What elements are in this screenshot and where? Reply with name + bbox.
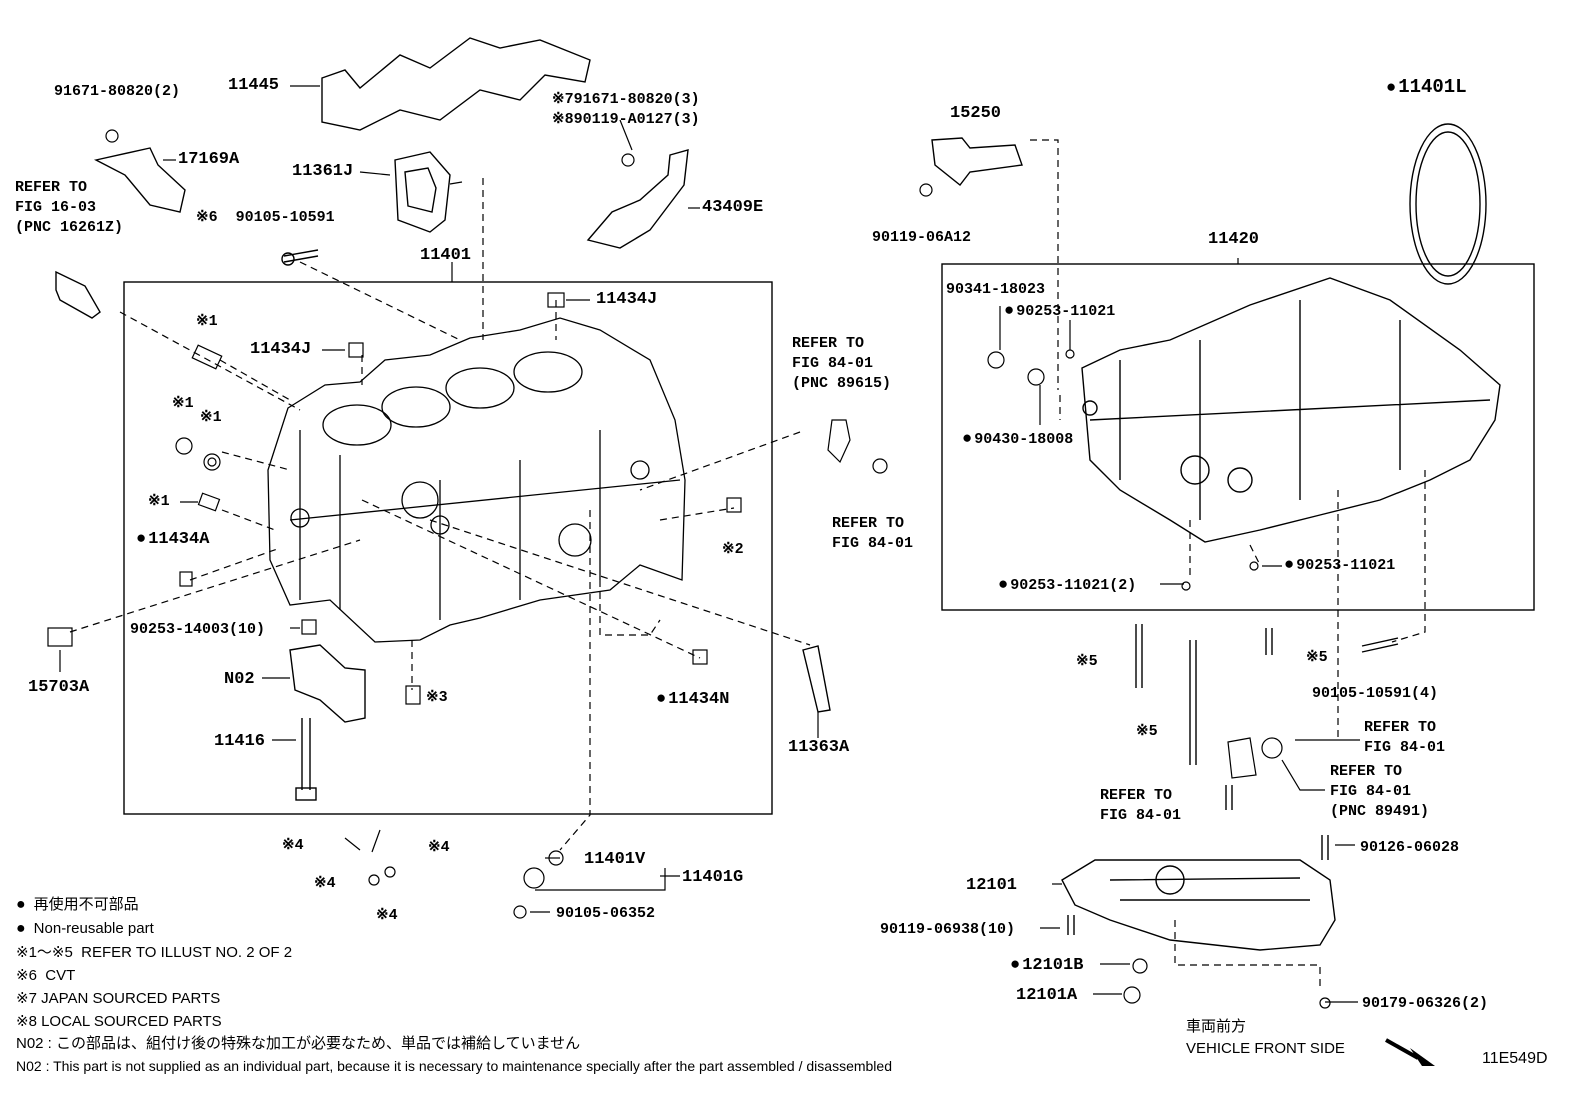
callout-x1-a: ※1 [196, 313, 218, 330]
part-n02 [289, 644, 366, 723]
callout-90253-11021-b: 90253-11021 [1284, 556, 1395, 575]
callout-x5-c: ※5 [1136, 723, 1158, 740]
callout-x2: ※2 [722, 541, 744, 558]
callout-11434a: 11434A [136, 530, 209, 549]
callout-15703a: 15703A [28, 678, 90, 697]
callout-17169a: 17169A [178, 150, 240, 169]
callout-11401l: 11401L [1386, 78, 1466, 98]
callout-refer-16-03-line1: REFER TO [15, 179, 88, 196]
callout-11434j-top: 11434J [596, 290, 658, 309]
callout-refer-84-01-a1: REFER TO [792, 335, 865, 352]
callout-11401g: 11401G [682, 868, 744, 887]
callout-x1-b: ※1 [172, 395, 194, 412]
front-label-jp: 車両前方 [1186, 1018, 1247, 1035]
part-43409e-bracket [586, 149, 689, 249]
small-parts [47, 129, 1331, 1009]
callout-x6-90105-10591: ※6 90105-10591 [196, 209, 335, 226]
cylinder-block-group-box [123, 281, 773, 815]
illustration-id: 11E549D [1482, 1050, 1548, 1067]
callout-90119-06938-10: 90119-06938(10) [880, 921, 1016, 938]
callout-x4-d: ※4 [376, 907, 398, 924]
callout-90341-18023: 90341-18023 [946, 281, 1046, 298]
callout-90179-06326-2: 90179-06326(2) [1362, 995, 1489, 1012]
bolt-11416 [301, 718, 311, 790]
front-arrow-head [1410, 1048, 1435, 1066]
part-11363a [802, 645, 831, 713]
callout-90105-10591-4: 90105-10591(4) [1312, 685, 1439, 702]
legend-cvt: ※6 CVT [16, 967, 76, 984]
dashed-guides [69, 139, 1426, 990]
callout-x5-a: ※5 [1076, 653, 1098, 670]
callout-90430-18008: 90430-18008 [962, 430, 1073, 449]
callout-11445: 11445 [228, 76, 280, 95]
callout-90253-11021-a: 90253-11021 [1004, 302, 1115, 321]
bolt-90105-10591 [283, 249, 319, 263]
part-11361j-gasket [394, 151, 451, 233]
hose [55, 270, 101, 319]
callout-90119-06a12: 90119-06A12 [872, 229, 972, 246]
callout-90105-06352: 90105-06352 [556, 905, 656, 922]
callout-11434j-left: 11434J [250, 340, 312, 359]
callout-x1-d: ※1 [148, 493, 170, 510]
part-11401l-seal [1409, 123, 1487, 285]
callout-refer-84-01-d1: REFER TO [1330, 763, 1403, 780]
part-11445-cover [321, 37, 591, 131]
part-17169a-bracket [93, 147, 186, 213]
legend-japan-sourced: ※7 JAPAN SOURCED PARTS [16, 990, 221, 1007]
callout-43409e: 43409E [702, 198, 764, 217]
callout-refer-84-01-d2: FIG 84-01 [1330, 783, 1412, 800]
callout-11416: 11416 [214, 732, 266, 751]
callout-12101: 12101 [966, 876, 1018, 895]
oil-pan-upper-drawing [1081, 277, 1501, 543]
callout-refer-84-01-b2: FIG 84-01 [832, 535, 914, 552]
callout-11363a: 11363A [788, 738, 850, 757]
legend-n02-jp: N02 : この部品は、組付け後の特殊な加工が必要なため、単品では補給していませ… [16, 1035, 581, 1052]
callout-x4-a: ※4 [282, 837, 304, 854]
front-arrow [1385, 1038, 1419, 1060]
callout-x3: ※3 [426, 689, 448, 706]
callout-refer-84-01-b1: REFER TO [832, 515, 905, 532]
callout-90126-06028: 90126-06028 [1360, 839, 1460, 856]
callout-12101a: 12101A [1016, 986, 1078, 1005]
callout-x4-b: ※4 [428, 839, 450, 856]
callout-11401v: 11401V [584, 850, 646, 869]
callout-refer-84-01-e1: REFER TO [1100, 787, 1173, 804]
callout-11434n: 11434N [656, 690, 729, 709]
callout-90253-11021-c: 90253-11021(2) [998, 576, 1136, 595]
legend-refer-illust: ※1〜※5 REFER TO ILLUST NO. 2 OF 2 [16, 944, 293, 961]
legend-non-reusable-jp: 再使用不可部品 [16, 896, 139, 913]
callout-refer-84-01-c2: FIG 84-01 [1364, 739, 1446, 756]
callout-15250: 15250 [950, 104, 1002, 123]
oil-pan-lower-drawing [1061, 859, 1336, 951]
callout-refer-84-01-d3: (PNC 89491) [1330, 803, 1430, 820]
callout-x5-b: ※5 [1306, 649, 1328, 666]
callout-x7-91671-80820-3: ※791671-80820(3) [552, 91, 700, 108]
legend-n02-en: N02 : This part is not supplied as an in… [16, 1058, 892, 1074]
callout-90253-14003-10: 90253-14003(10) [130, 621, 266, 638]
callout-refer-16-03-line3: (PNC 16261Z) [15, 219, 124, 236]
callout-refer-84-01-a3: (PNC 89615) [792, 375, 892, 392]
part-15250 [931, 137, 1023, 186]
callout-refer-84-01-a2: FIG 84-01 [792, 355, 874, 372]
cylinder-block-drawing [267, 317, 686, 643]
legend-local-sourced: ※8 LOCAL SOURCED PARTS [16, 1013, 222, 1030]
callout-12101b: 12101B [1010, 956, 1083, 975]
front-label-en: VEHICLE FRONT SIDE [1186, 1040, 1345, 1057]
leader-lines [59, 85, 1360, 1003]
callout-refer-16-03-line2: FIG 16-03 [15, 199, 97, 216]
callout-91671-80820-2: 91671-80820(2) [54, 83, 181, 100]
callout-n02: N02 [224, 670, 255, 689]
legend-non-reusable-en: Non-reusable part [16, 920, 154, 937]
callout-refer-84-01-e2: FIG 84-01 [1100, 807, 1182, 824]
callout-x1-c: ※1 [200, 409, 222, 426]
callout-x4-c: ※4 [314, 875, 336, 892]
callout-11420: 11420 [1208, 230, 1260, 249]
callout-x8-90119-a0127-3: ※890119-A0127(3) [552, 111, 700, 128]
callout-11361j: 11361J [292, 162, 354, 181]
callout-refer-84-01-c1: REFER TO [1364, 719, 1437, 736]
callout-11401: 11401 [420, 246, 472, 265]
